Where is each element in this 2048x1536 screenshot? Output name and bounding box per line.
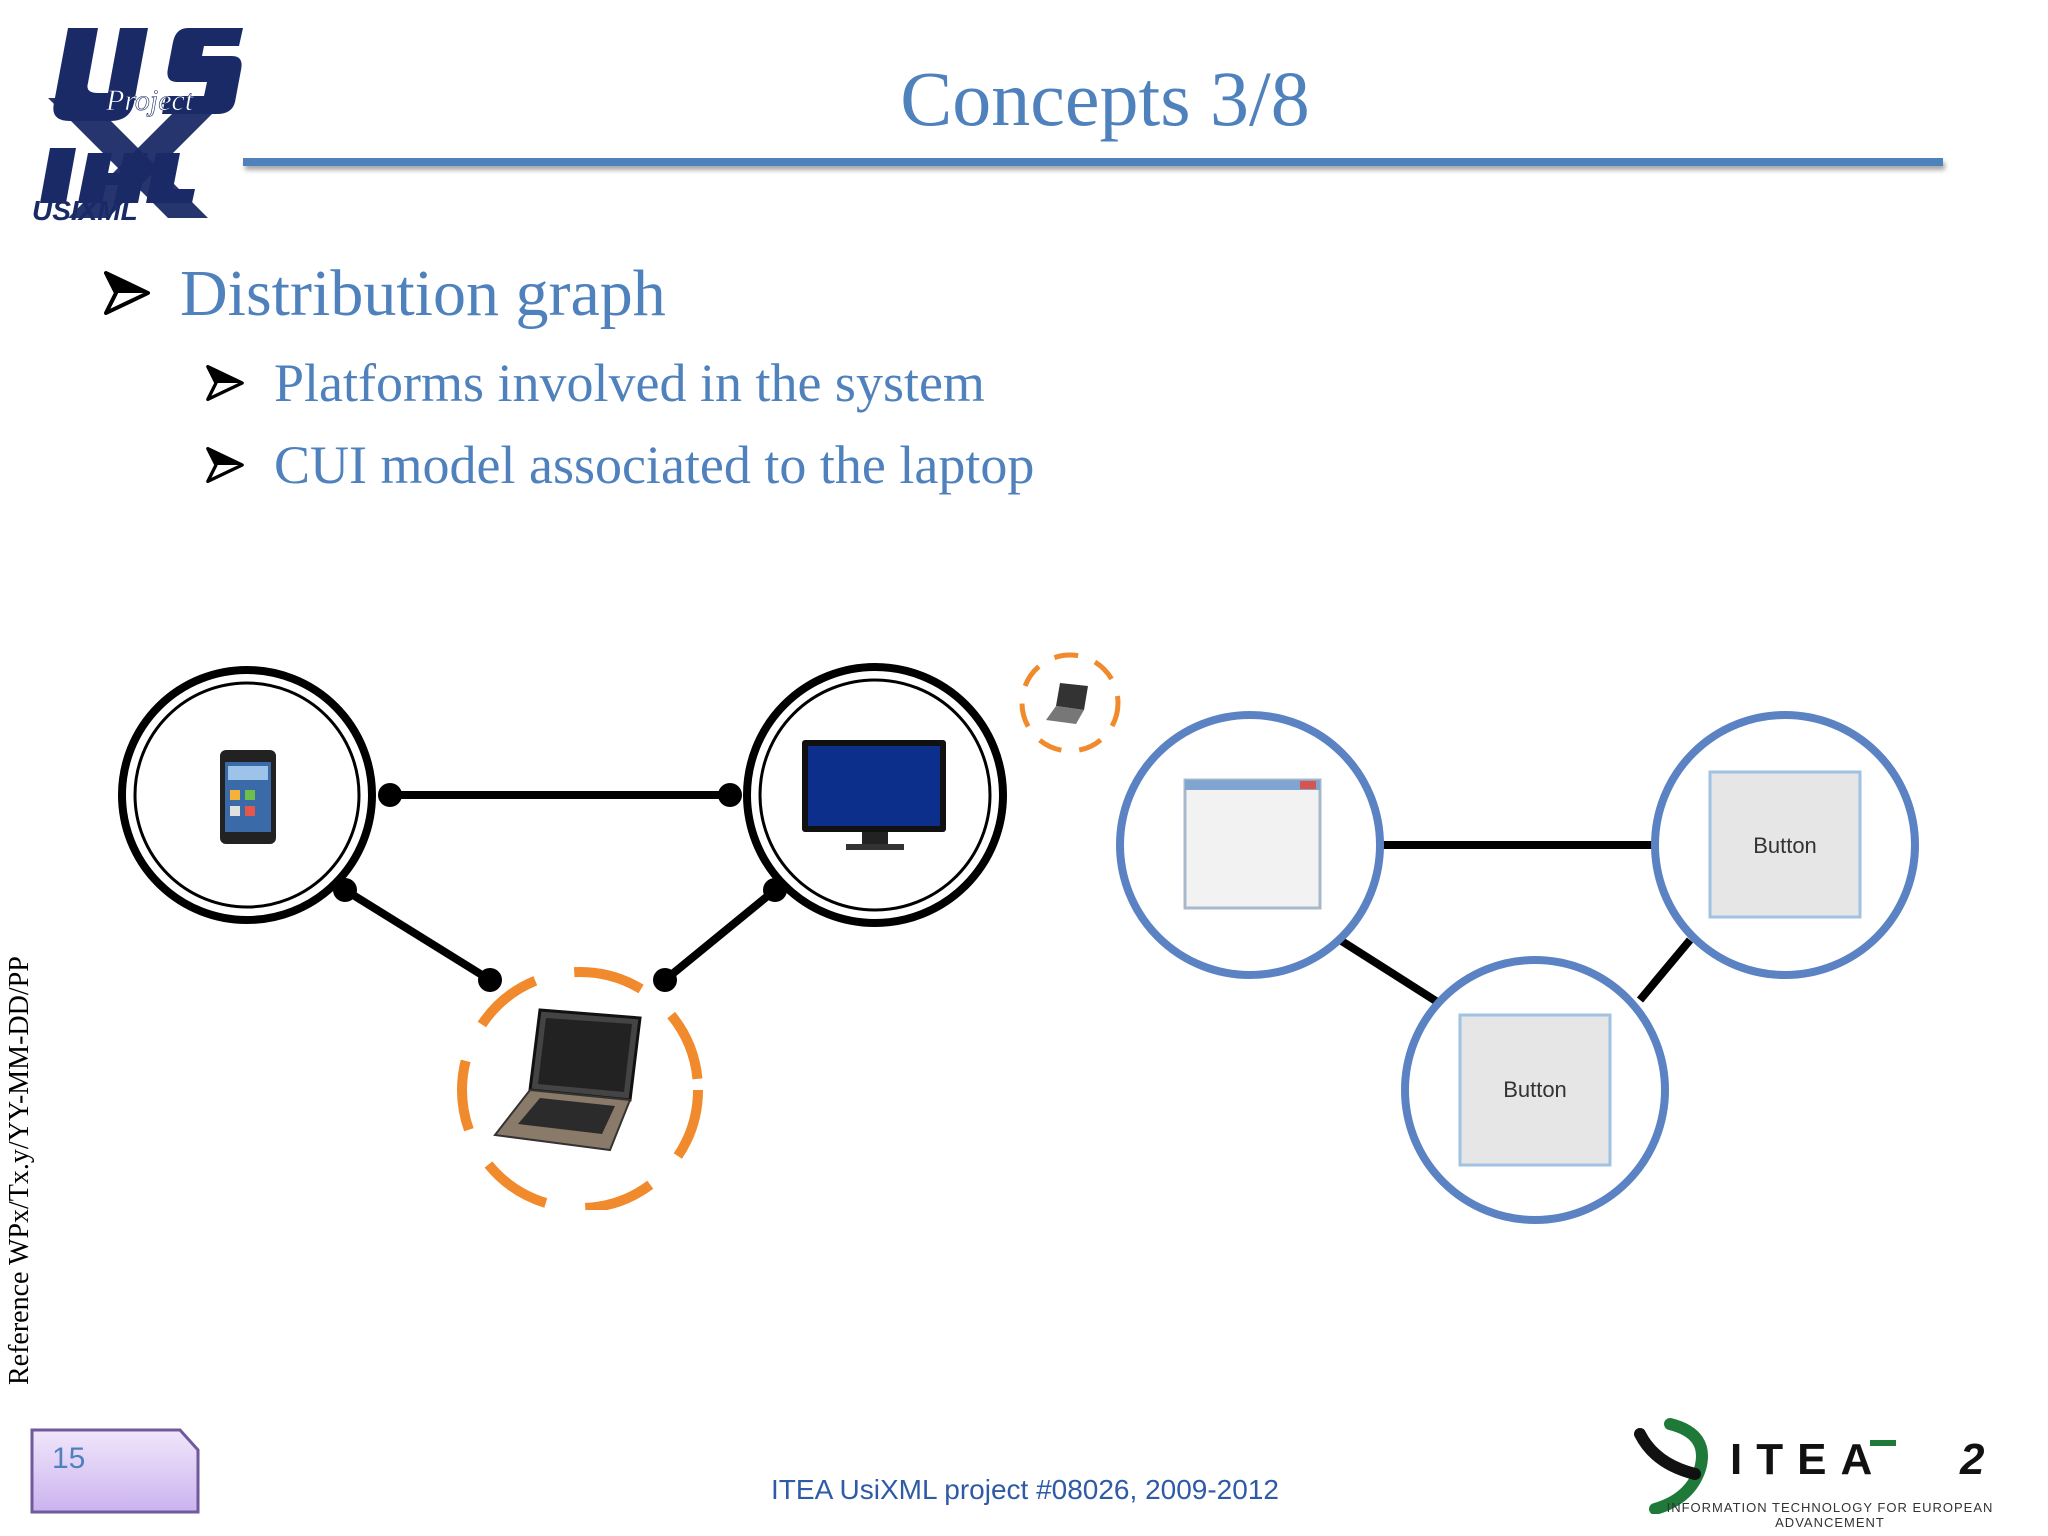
- monitor-icon: [802, 740, 946, 850]
- svg-text:2: 2: [1959, 1435, 1985, 1484]
- itea2-logo: ITEA 2: [1634, 1418, 1985, 1514]
- node-monitor: [743, 663, 1007, 927]
- button-widget: [1458, 1013, 1612, 1167]
- button-label: Button: [1753, 833, 1817, 858]
- svg-text:Project: Project: [105, 84, 194, 117]
- bullet-platforms: Platforms involved in the system: [206, 352, 985, 414]
- svg-text:USIXML: USIXML: [32, 195, 138, 226]
- button-label: Button: [1503, 1077, 1567, 1102]
- arrow-bullet-icon: [104, 256, 150, 332]
- side-reference: Reference WPx/Tx.y/YY-MM-DD/PP: [4, 956, 35, 1385]
- usixml-logo: Project USIXML: [32, 28, 243, 226]
- page-number-tab: [30, 1428, 200, 1514]
- edge-button-button2: [1636, 937, 1694, 1003]
- arrow-bullet-icon: [206, 352, 244, 414]
- bullet-cui-model: CUI model associated to the laptop: [206, 434, 1034, 496]
- title-rule: [243, 158, 1943, 166]
- laptop-icon: [493, 1008, 642, 1152]
- platform-graph: [118, 663, 1007, 1210]
- edge-phone-laptop: [342, 886, 493, 984]
- bullet-text: Platforms involved in the system: [274, 353, 985, 413]
- laptop-icon: [1046, 683, 1088, 724]
- edge-window-button2: [1337, 936, 1453, 1014]
- laptop-thumbnail: [1019, 652, 1121, 754]
- node-button-2: Button: [1401, 956, 1669, 1224]
- node-smartphone: [118, 666, 376, 924]
- page-number: 15: [52, 1442, 86, 1475]
- button-widget: [1708, 770, 1862, 919]
- slide-title: Concepts 3/8: [900, 55, 1310, 142]
- bullet-distribution-graph: Distribution graph: [104, 256, 666, 332]
- footer-project-text: ITEA UsiXML project #08026, 2009-2012: [771, 1474, 1279, 1505]
- edge-monitor-laptop: [662, 886, 778, 984]
- bullet-text: Distribution graph: [180, 257, 666, 330]
- itea-tagline: INFORMATION TECHNOLOGY FOR EUROPEAN ADVA…: [1666, 1500, 1994, 1530]
- svg-text:ITEA: ITEA: [1730, 1435, 1886, 1484]
- arrow-bullet-icon: [206, 434, 244, 496]
- node-button-1: Button: [1651, 711, 1919, 979]
- cui-model-graph: Button Button: [1116, 711, 1919, 1224]
- smartphone-icon: [220, 750, 276, 844]
- window-icon: [1183, 778, 1322, 910]
- node-laptop: [457, 967, 703, 1210]
- node-window: [1116, 711, 1384, 979]
- bullet-text: CUI model associated to the laptop: [274, 435, 1035, 495]
